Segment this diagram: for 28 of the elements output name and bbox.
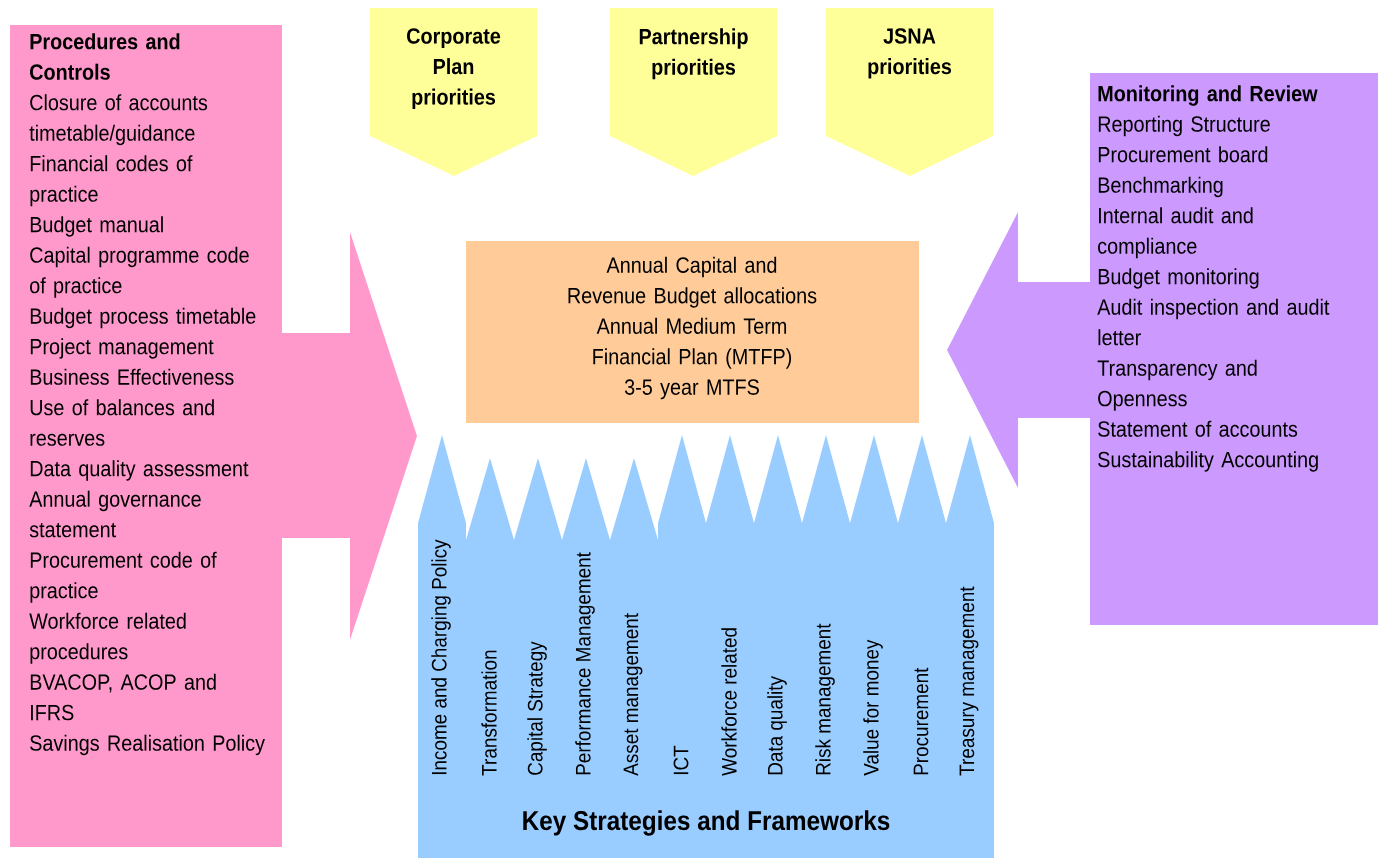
strategy-column: Data quality bbox=[754, 435, 802, 791]
node-label: Income and Charging Policy bbox=[431, 539, 451, 775]
strategy-column: Workforce related bbox=[706, 435, 754, 791]
priority-banner: JSNA priorities bbox=[826, 8, 993, 176]
budget-box: Annual Capital and Revenue Budget allocations Annual Medium Term Financial Plan (MTFP) 3-5 year MTFS bbox=[466, 241, 919, 423]
node-label: Workforce related bbox=[721, 628, 737, 776]
priority-banner: Corporate Plan priorities bbox=[370, 8, 537, 176]
node-label: Risk management bbox=[815, 623, 835, 775]
node-label: Performance Management bbox=[575, 552, 595, 775]
node-label: Procurement bbox=[913, 667, 929, 775]
node-label: Asset management bbox=[623, 613, 643, 776]
strategy-column: Income and Charging Policy bbox=[418, 435, 466, 791]
strategy-column: Performance Management bbox=[562, 458, 610, 791]
strategy-column: Capital Strategy bbox=[514, 458, 562, 791]
node-label: Capital Strategy bbox=[527, 641, 547, 775]
priority-banner: Partnership priorities bbox=[610, 8, 777, 176]
strategy-column: Procurement bbox=[898, 435, 946, 791]
strategy-column: Transformation bbox=[466, 458, 514, 791]
node-label: Data quality bbox=[767, 676, 787, 775]
node-label: Value for money bbox=[863, 639, 883, 776]
strategy-column: ICT bbox=[658, 435, 706, 791]
strategy-column: Asset management bbox=[610, 458, 658, 791]
strategy-column: Value for money bbox=[850, 435, 898, 791]
node-label: Key Strategies and Frameworks bbox=[523, 810, 890, 836]
strategy-column: Treasury management bbox=[946, 435, 994, 791]
node-label: ICT bbox=[673, 745, 689, 775]
strategy-column: Risk management bbox=[802, 435, 850, 791]
node-label: Transformation bbox=[481, 650, 497, 776]
